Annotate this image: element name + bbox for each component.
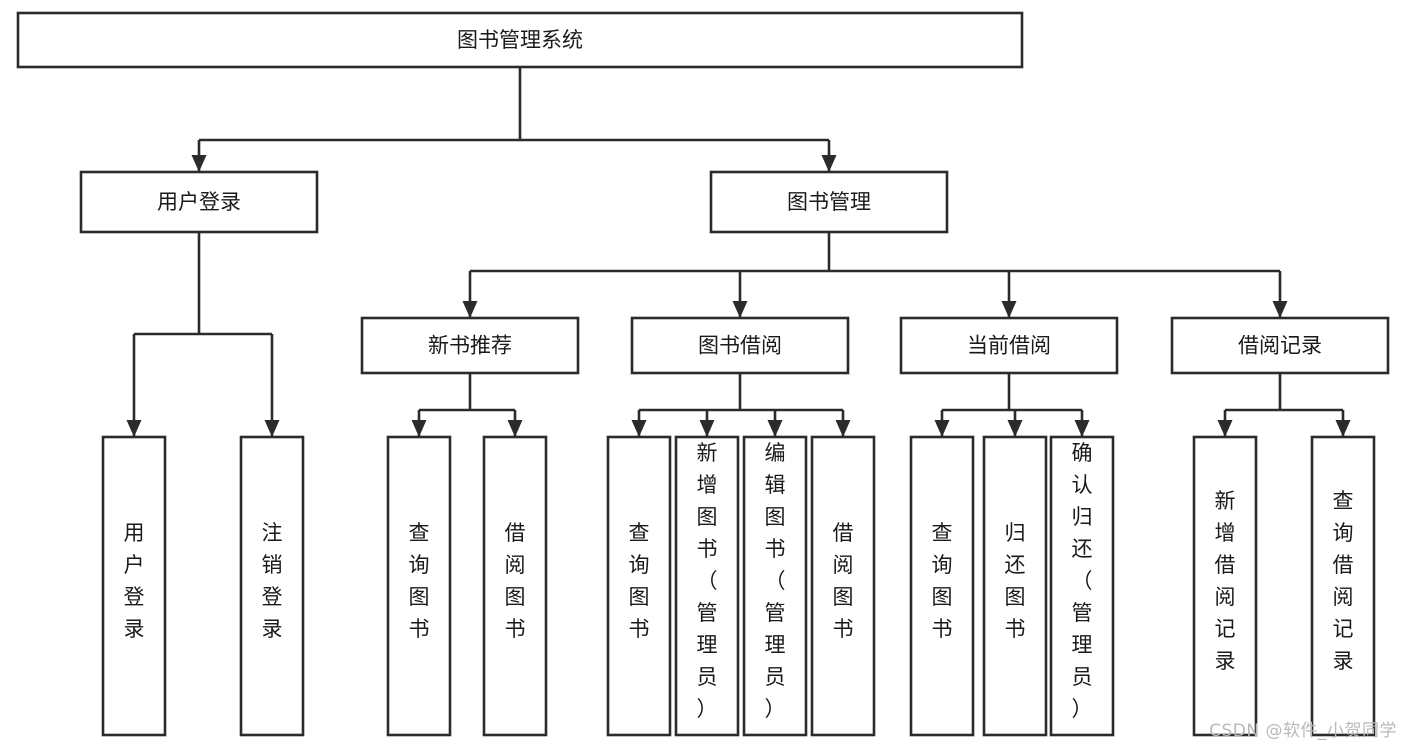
node-box[interactable]: [674, 435, 740, 737]
node-box[interactable]: [101, 435, 167, 737]
node-box[interactable]: [16, 11, 1024, 69]
node-root[interactable]: 图书管理系统: [16, 11, 1024, 69]
node-leaf-8[interactable]: 查询图书: [909, 435, 975, 737]
arrow-head-icon: [1007, 420, 1023, 437]
node-level3-3[interactable]: 借阅记录: [1170, 316, 1390, 375]
node-label: 用户登录: [124, 521, 145, 641]
node-label: 借阅图书: [505, 521, 526, 641]
node-box[interactable]: [982, 435, 1048, 737]
node-label: 新增借阅记录: [1215, 489, 1236, 673]
node-leaf-9[interactable]: 归还图书: [982, 435, 1048, 737]
node-leaf-11[interactable]: 新增借阅记录: [1192, 435, 1258, 737]
arrow-head-icon: [732, 301, 748, 318]
node-leaf-10[interactable]: 确认归还（管理员）: [1049, 435, 1115, 737]
node-box[interactable]: [1170, 316, 1390, 375]
arrow-head-icon: [934, 420, 950, 437]
node-label: 查询图书: [932, 521, 953, 641]
arrow-head-icon: [191, 155, 207, 172]
node-label: 用户登录: [157, 190, 241, 214]
node-box[interactable]: [909, 435, 975, 737]
connector-layer: [126, 67, 1351, 437]
node-label: 图书管理系统: [457, 28, 583, 52]
node-box[interactable]: [1192, 435, 1258, 737]
node-box[interactable]: [742, 435, 808, 737]
node-label: 新增图书（管理员）: [697, 441, 718, 721]
node-label: 借阅图书: [833, 521, 854, 641]
node-box[interactable]: [1310, 435, 1376, 737]
arrow-head-icon: [1335, 420, 1351, 437]
node-label: 注销登录: [262, 521, 283, 641]
arrow-head-icon: [835, 420, 851, 437]
arrow-head-icon: [767, 420, 783, 437]
node-level3-1[interactable]: 图书借阅: [630, 316, 850, 375]
node-box[interactable]: [360, 316, 580, 375]
arrow-head-icon: [411, 420, 427, 437]
node-layer: 图书管理系统用户登录图书管理新书推荐图书借阅当前借阅借阅记录用户登录注销登录查询…: [16, 11, 1390, 737]
node-label: 确认归还（管理员）: [1072, 441, 1093, 721]
node-box[interactable]: [239, 435, 305, 737]
arrow-head-icon: [1217, 420, 1233, 437]
node-leaf-3[interactable]: 借阅图书: [482, 435, 548, 737]
node-label: 查询图书: [629, 521, 650, 641]
arrow-head-icon: [126, 420, 142, 437]
node-box[interactable]: [386, 435, 452, 737]
node-box[interactable]: [810, 435, 876, 737]
node-box[interactable]: [606, 435, 672, 737]
arrow-head-icon: [1272, 301, 1288, 318]
arrow-head-icon: [507, 420, 523, 437]
node-box[interactable]: [482, 435, 548, 737]
node-box[interactable]: [899, 316, 1119, 375]
node-box[interactable]: [709, 170, 949, 234]
node-leaf-7[interactable]: 借阅图书: [810, 435, 876, 737]
node-label: 归还图书: [1005, 521, 1026, 641]
node-level2-1[interactable]: 图书管理: [709, 170, 949, 234]
arrow-head-icon: [264, 420, 280, 437]
arrow-head-icon: [1001, 301, 1017, 318]
node-label: 当前借阅: [967, 334, 1051, 358]
node-leaf-0[interactable]: 用户登录: [101, 435, 167, 737]
node-level3-2[interactable]: 当前借阅: [899, 316, 1119, 375]
node-box[interactable]: [79, 170, 319, 234]
node-label: 查询图书: [409, 521, 430, 641]
node-box[interactable]: [630, 316, 850, 375]
node-label: 借阅记录: [1238, 334, 1322, 358]
node-leaf-12[interactable]: 查询借阅记录: [1310, 435, 1376, 737]
node-leaf-5[interactable]: 新增图书（管理员）: [674, 435, 740, 737]
node-label: 图书管理: [787, 190, 871, 214]
arrow-head-icon: [821, 155, 837, 172]
node-box[interactable]: [1049, 435, 1115, 737]
arrow-head-icon: [1074, 420, 1090, 437]
node-label: 查询借阅记录: [1333, 489, 1354, 673]
node-leaf-1[interactable]: 注销登录: [239, 435, 305, 737]
node-level3-0[interactable]: 新书推荐: [360, 316, 580, 375]
arrow-head-icon: [699, 420, 715, 437]
node-leaf-4[interactable]: 查询图书: [606, 435, 672, 737]
node-level2-0[interactable]: 用户登录: [79, 170, 319, 234]
arrow-head-icon: [631, 420, 647, 437]
node-leaf-6[interactable]: 编辑图书（管理员）: [742, 435, 808, 737]
node-label: 新书推荐: [428, 334, 512, 358]
node-leaf-2[interactable]: 查询图书: [386, 435, 452, 737]
node-label: 图书借阅: [698, 334, 782, 358]
arrow-head-icon: [462, 301, 478, 318]
csdn-watermark: CSDN @软件_小贺同学: [1209, 721, 1397, 741]
node-label: 编辑图书（管理员）: [765, 441, 786, 721]
